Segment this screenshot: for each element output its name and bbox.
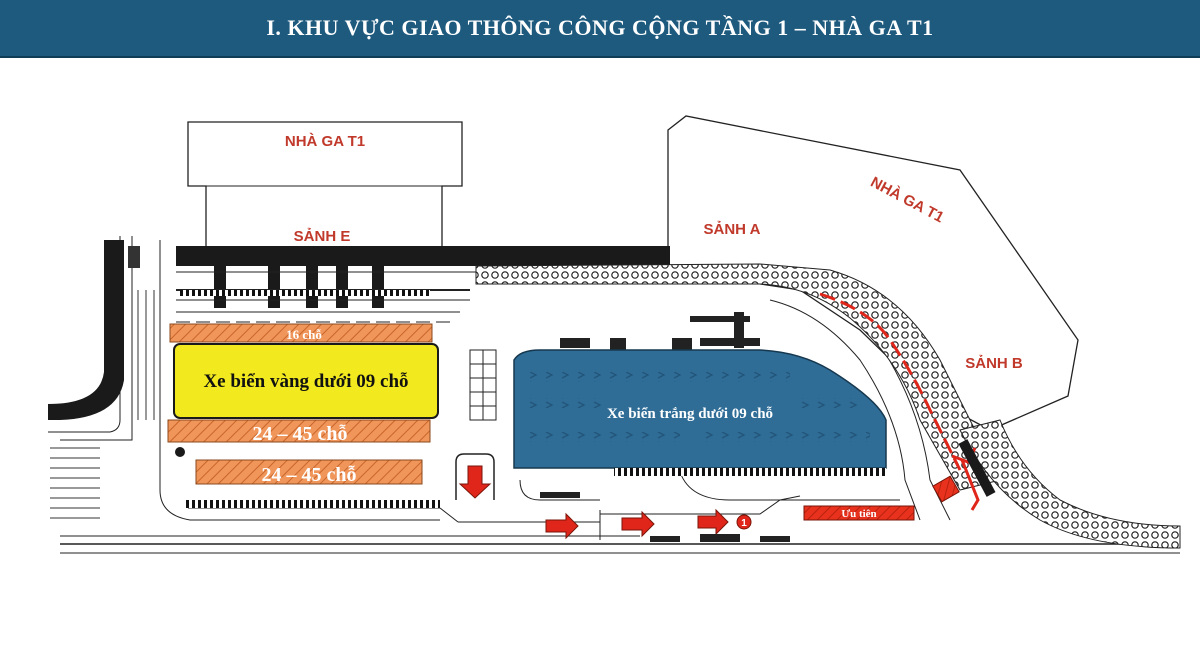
page-title: I. KHU VỰC GIAO THÔNG CÔNG CỘNG TẦNG 1 –… [266, 15, 934, 40]
curb-black-bar [958, 439, 996, 497]
marker-1-circle [736, 514, 752, 530]
zone-16-seats-label: 16 chỗ [286, 327, 322, 342]
hall-a-label: SẢNH A [704, 221, 761, 238]
stall-grid [469, 349, 497, 421]
zone-yellow-plate-label: Xe biển vàng dưới 09 chỗ [203, 371, 408, 392]
zone-bus-lower [195, 459, 423, 485]
zone-bus-upper [167, 419, 431, 443]
zone-bus-lower-label: 24 – 45 chỗ [262, 464, 357, 486]
zone-bus-upper-label: 24 – 45 chỗ [253, 423, 348, 445]
priority-stop-box [932, 475, 960, 503]
chevron-row-3 [800, 398, 860, 408]
flow-arrows [545, 508, 729, 540]
cobblestone-walkway-lower [959, 419, 1181, 549]
marker-1-label: 1 [741, 518, 747, 529]
rail-barrier-top [180, 290, 430, 296]
entrance-columns [214, 266, 384, 308]
header-bar: I. KHU VỰC GIAO THÔNG CÔNG CỘNG TẦNG 1 –… [0, 0, 1200, 58]
terminal-left-label: NHÀ GA T1 [285, 133, 365, 150]
chevron-row-5 [700, 432, 870, 442]
chevron-row-2 [530, 398, 610, 408]
bottom-structures [540, 492, 790, 542]
zone-priority-label: Ưu tiên [841, 508, 876, 520]
hall-e-label: SẢNH E [294, 228, 351, 245]
zone-white-plate-label: Xe biển trắng dưới 09 chỗ [607, 406, 773, 422]
curb-structures [560, 312, 760, 350]
arrow-right-1 [545, 512, 579, 540]
arrow-down [458, 465, 492, 499]
arrow-right-3 [697, 508, 729, 536]
zone-priority [803, 505, 915, 521]
rail-barrier-bottom [186, 500, 440, 508]
u-turn-lane [455, 453, 495, 500]
left-ramp-wall [48, 240, 124, 420]
arrow-right-2 [621, 510, 655, 538]
zone-yellow-plate [173, 343, 439, 419]
red-flow-end [960, 459, 980, 511]
left-gate-block [128, 246, 140, 268]
terminal-front-band [176, 246, 670, 266]
rail-barrier-blue [614, 468, 886, 476]
hall-b-label: SẢNH B [965, 355, 1023, 372]
bollard-dot [175, 447, 185, 457]
red-flow-path [819, 292, 962, 471]
left-entrance-markings [50, 290, 155, 519]
chevron-row-4 [530, 432, 680, 442]
chevron-row-1 [530, 372, 790, 382]
zone-16-seats [169, 323, 433, 343]
